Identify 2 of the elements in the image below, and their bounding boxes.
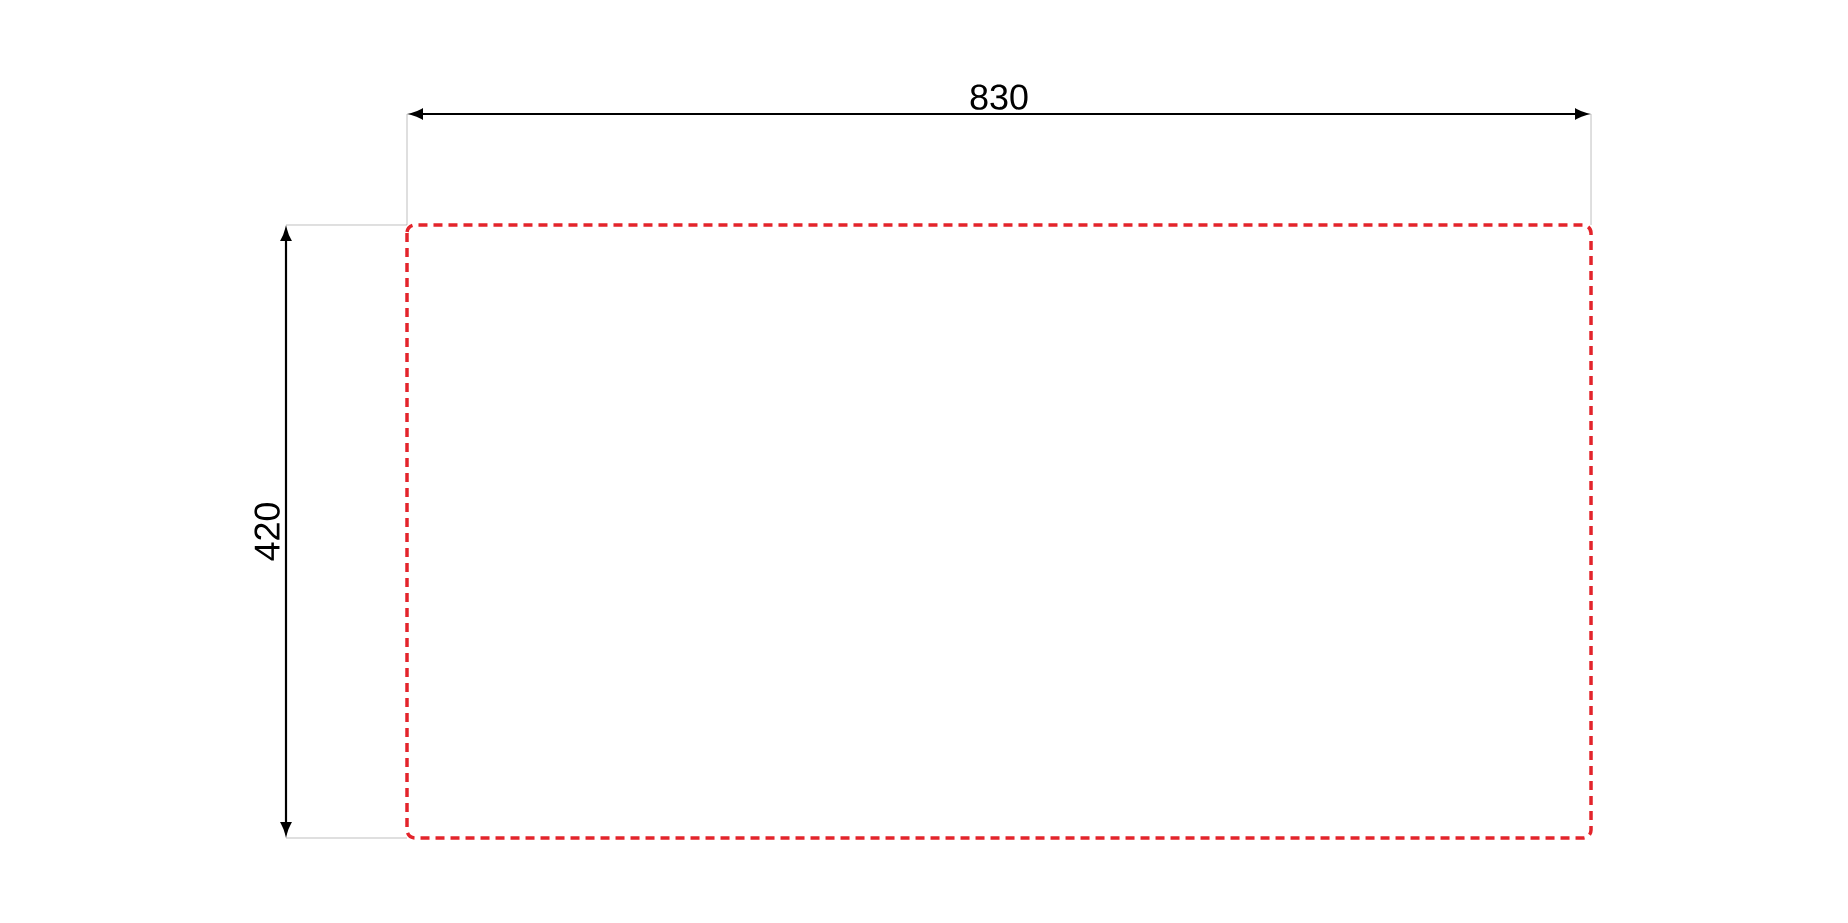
dimension-label: 830 xyxy=(970,84,1028,110)
dimension-label: 420 xyxy=(254,503,280,561)
